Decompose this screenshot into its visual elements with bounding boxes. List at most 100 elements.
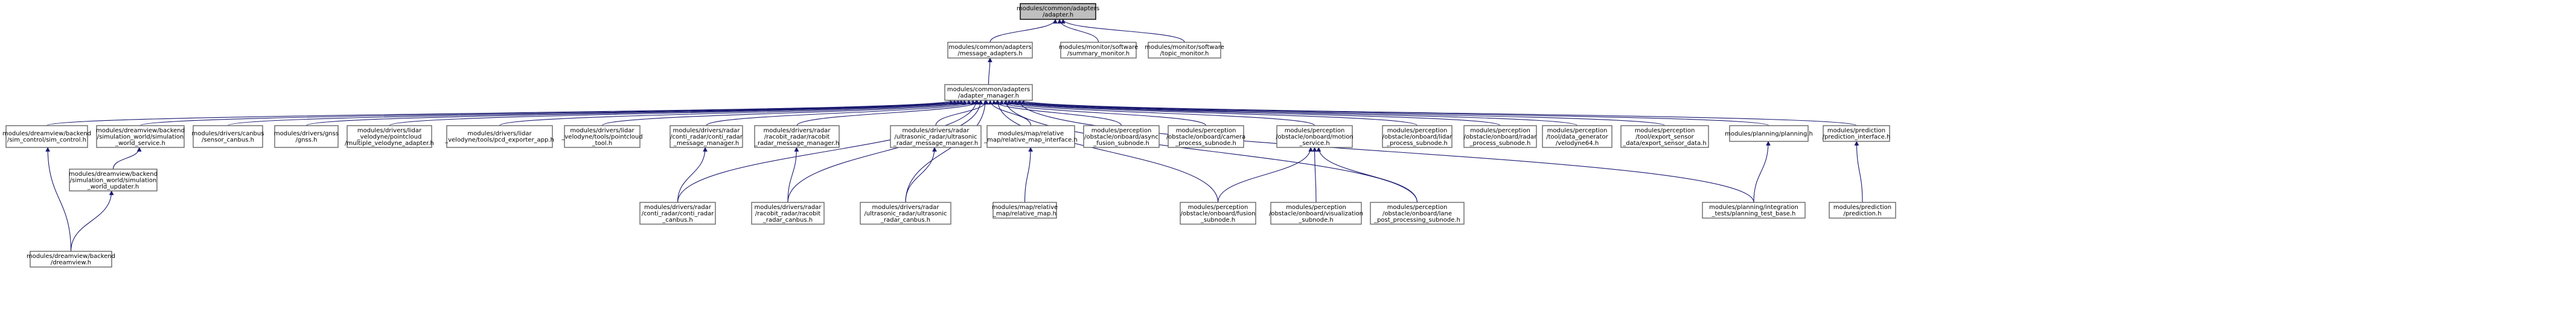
node-label-line: modules/common/adapters <box>948 44 1031 51</box>
node-fusionsub[interactable]: modules/perception/obstacle/onboard/fusi… <box>1180 202 1256 225</box>
node-label-line: /sensor_canbus.h <box>202 137 254 144</box>
node-adaptermgr[interactable]: modules/common/adapters/adapter_manager.… <box>944 84 1033 101</box>
edge-plantest-to-planning <box>1753 141 1771 203</box>
edges-layer <box>45 19 1863 252</box>
node-topicmon[interactable]: modules/monitor/software/topic_monitor.h <box>1145 42 1224 59</box>
node-label-line: /prediction_interface.h <box>1823 134 1891 141</box>
node-pcdexp[interactable]: modules/drivers/lidar_velodyne/tools/pcd… <box>444 125 554 148</box>
edge-fusionsub-to-adaptermgr <box>995 100 1219 203</box>
node-label-line: /conti_radar/conti_radar <box>670 134 743 140</box>
node-planning[interactable]: modules/planning/planning.h <box>1725 125 1813 142</box>
node-root[interactable]: modules/common/adapters/adapter.h <box>1017 3 1099 20</box>
node-gnss[interactable]: modules/drivers/gnss/gnss.h <box>274 125 339 148</box>
node-box <box>1083 125 1160 148</box>
node-radarproc[interactable]: modules/perception/obstacle/onboard/rada… <box>1463 125 1537 148</box>
node-label-line: /tool/export_sensor <box>1635 134 1694 140</box>
node-label-line: _process_subnode.h <box>1386 140 1448 147</box>
node-velo64[interactable]: modules/perception/tool/data_generator/v… <box>1542 125 1612 148</box>
node-label-line: /obstacle/onboard/camera <box>1166 134 1245 140</box>
node-label-line: modules/monitor/software <box>1059 44 1139 51</box>
edge-lanepost-to-motionsvc <box>1316 147 1418 203</box>
edge-velo64-to-adaptermgr <box>1009 100 1578 126</box>
edge-simctrl-to-adaptermgr <box>46 100 953 126</box>
node-box <box>1702 202 1806 219</box>
node-relmap[interactable]: modules/map/relative_map/relative_map.h <box>992 202 1058 219</box>
node-label-line: _tool.h <box>592 140 612 147</box>
node-summon[interactable]: modules/monitor/software/summary_monitor… <box>1059 42 1139 59</box>
edge-fusionsub-to-motionsvc <box>1217 147 1313 203</box>
node-asyncfusion[interactable]: modules/perception/obstacle/onboard/asyn… <box>1083 125 1160 148</box>
node-box <box>1270 202 1362 225</box>
node-label-line: modules/perception <box>1470 127 1530 134</box>
node-label-line: modules/common/adapters <box>1017 5 1099 12</box>
edge-ultracan-to-ultramsg <box>905 147 937 203</box>
node-label-line: modules/map/relative <box>998 130 1064 137</box>
edge-gnss-to-adaptermgr <box>305 100 964 126</box>
node-label-line: modules/drivers/radar <box>764 127 831 134</box>
node-box <box>274 125 339 148</box>
node-simctrl[interactable]: modules/dreamview/backend/sim_control/si… <box>2 125 91 148</box>
node-box <box>446 125 553 148</box>
node-label-line: _data/export_sensor_data.h <box>1622 140 1706 147</box>
node-label-line: modules/perception <box>1387 204 1448 211</box>
node-simworldsvc[interactable]: modules/dreamview/backend/simulation_wor… <box>96 125 185 148</box>
edge-msgadapters-to-root <box>989 19 1058 43</box>
node-box <box>1620 125 1709 148</box>
node-label-line: modules/drivers/radar <box>903 127 970 134</box>
node-exportsensor[interactable]: modules/perception/tool/export_sensor_da… <box>1620 125 1709 148</box>
node-racobitmsg[interactable]: modules/drivers/radar/racobit_radar/raco… <box>754 125 840 148</box>
node-motionsvc[interactable]: modules/perception/obstacle/onboard/moti… <box>1276 125 1354 148</box>
edge-predface-to-adaptermgr <box>1021 100 1857 126</box>
edge-radarproc-to-adaptermgr <box>1006 100 1501 126</box>
node-velomulti[interactable]: modules/drivers/lidar_velodyne/pointclou… <box>345 125 434 148</box>
node-label-line: modules/common/adapters <box>947 86 1030 93</box>
node-pctool[interactable]: modules/drivers/lidar_velodyne/tools/poi… <box>561 125 643 148</box>
node-label-line: /velodyne64.h <box>1556 140 1599 147</box>
node-label-line: /simulation_world/simulation <box>97 134 184 140</box>
node-plantest[interactable]: modules/planning/integration_tests/plann… <box>1702 202 1806 219</box>
node-contimsg[interactable]: modules/drivers/radar/conti_radar/conti_… <box>670 125 743 148</box>
node-label-line: /obstacle/onboard/visualization <box>1269 210 1363 217</box>
node-camproc[interactable]: modules/perception/obstacle/onboard/came… <box>1166 125 1245 148</box>
edge-dreamview-to-simctrl <box>45 147 72 252</box>
node-box <box>347 125 432 148</box>
node-msgadapters[interactable]: modules/common/adapters/message_adapters… <box>947 42 1033 59</box>
node-ultracan[interactable]: modules/drivers/radar/ultrasonic_radar/u… <box>860 202 951 225</box>
edge-relmap-to-relmapiface <box>1024 147 1033 203</box>
node-label-line: modules/drivers/radar <box>673 127 741 134</box>
node-label-line: modules/dreamview/backend <box>96 127 185 134</box>
node-label-line: modules/drivers/gnss <box>274 130 339 137</box>
node-label-line: _velodyne/tools/pointcloud <box>561 134 642 140</box>
node-label-line: /tool/data_generator <box>1546 134 1608 140</box>
node-box <box>639 202 716 225</box>
node-label-line: _map/relative_map.h <box>992 211 1056 217</box>
edge-contimsg-to-adaptermgr <box>706 100 980 126</box>
edge-plantest-to-adaptermgr <box>1017 100 1754 203</box>
edge-topicmon-to-root <box>1061 19 1185 43</box>
node-box <box>1060 42 1137 59</box>
node-canbus[interactable]: modules/drivers/canbus/sensor_canbus.h <box>192 125 264 148</box>
edge-pctool-to-adaptermgr <box>601 100 976 126</box>
node-visualsub[interactable]: modules/perception/obstacle/onboard/visu… <box>1269 202 1363 225</box>
node-contican[interactable]: modules/drivers/radar/conti_radar/conti_… <box>639 202 716 225</box>
node-label-line: /obstacle/onboard/motion <box>1276 134 1354 140</box>
node-predface[interactable]: modules/prediction/prediction_interface.… <box>1823 125 1891 142</box>
node-label-line: _subnode.h <box>1200 217 1235 224</box>
node-label-line: modules/perception <box>1547 127 1608 134</box>
node-label-line: _subnode.h <box>1298 217 1333 224</box>
node-simworldupd[interactable]: modules/dreamview/backend/simulation_wor… <box>69 169 158 192</box>
node-box <box>5 125 88 148</box>
node-ultramsg[interactable]: modules/drivers/radar/ultrasonic_radar/u… <box>890 125 982 148</box>
node-label-line: /message_adapters.h <box>957 51 1022 57</box>
node-box <box>1020 3 1096 20</box>
edge-lidarproc-to-adaptermgr <box>1003 100 1418 126</box>
node-relmapiface[interactable]: modules/map/relative_map/relative_map_in… <box>983 125 1078 148</box>
node-lidarproc[interactable]: modules/perception/obstacle/onboard/lida… <box>1382 125 1453 148</box>
node-box <box>1180 202 1256 225</box>
node-dreamview[interactable]: modules/dreamview/backend/dreamview.h <box>27 251 115 268</box>
node-racobitcan[interactable]: modules/drivers/radar/racobit_radar/raco… <box>751 202 825 225</box>
node-prediction[interactable]: modules/prediction/prediction.h <box>1829 202 1896 219</box>
node-lanepost[interactable]: modules/perception/obstacle/onboard/lane… <box>1370 202 1465 225</box>
node-box <box>1729 125 1809 142</box>
node-label-line: modules/perception <box>1285 127 1345 134</box>
